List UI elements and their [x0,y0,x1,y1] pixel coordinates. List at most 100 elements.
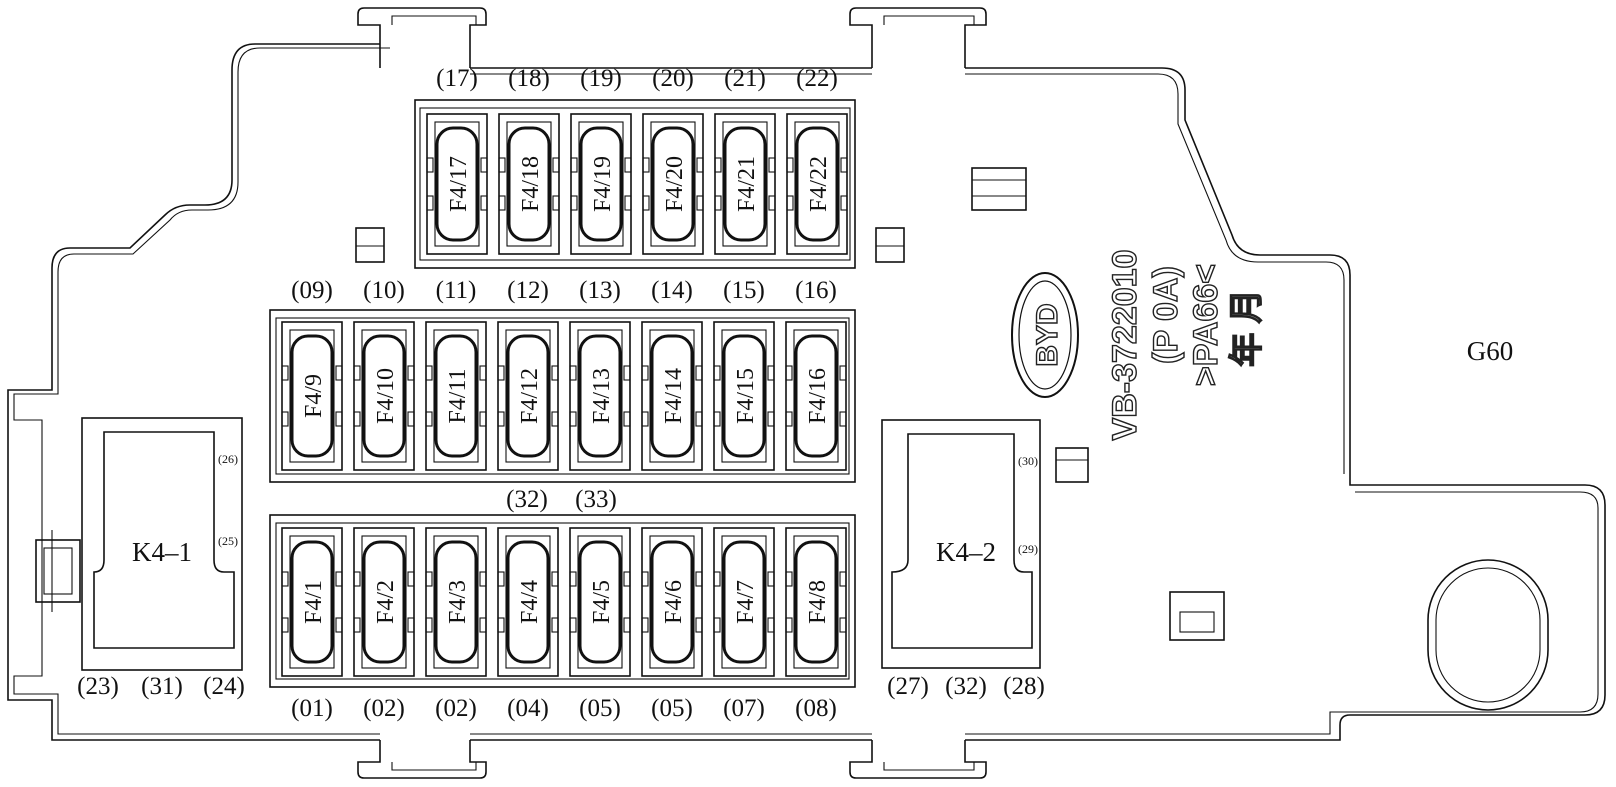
fuse-f4-12[interactable]: F4/12 [497,321,559,471]
top-clip-right [849,7,987,68]
marker-square-bottom [1169,591,1225,641]
fuse-f4-15[interactable]: F4/15 [713,321,775,471]
fuse-f4-20[interactable]: F4/20 [642,113,704,255]
fuse-label: F4/19 [590,156,616,212]
fuse-position-number: (18) [508,65,550,92]
date-mark: 年 月 [1228,289,1266,366]
marker-small-right [875,227,905,263]
box-label: G60 [1467,336,1514,366]
bottom-clip-left [357,740,487,779]
fuse-label: F4/8 [805,580,831,624]
fuse-f4-7[interactable]: F4/7 [713,527,775,677]
fuse-position-number: (15) [723,277,765,304]
relay-right-housing [881,419,1041,669]
fuse-label: F4/13 [589,368,615,424]
fuse-position-number: (02) [435,695,477,722]
fuse-position-number: (05) [579,695,621,722]
fuse-f4-18[interactable]: F4/18 [498,113,560,255]
upper-number-33: (33) [575,486,617,513]
relay-left-label: K4–1 [132,537,192,567]
fuse-f4-2[interactable]: F4/2 [353,527,415,677]
fuse-f4-3[interactable]: F4/3 [425,527,487,677]
marker-small-left [355,227,385,263]
fuse-position-number: (14) [651,277,693,304]
fuse-label: F4/10 [373,368,399,424]
fuse-position-number: (16) [795,277,837,304]
marker-square-top [971,167,1027,211]
mounting-tab [1427,559,1549,711]
marker-square-mid [1055,447,1089,483]
relay-pin-number: (27) [887,673,929,700]
fuse-label: F4/15 [733,368,759,424]
fuse-label: F4/4 [517,580,543,624]
fuse-position-number: (01) [291,695,333,722]
left-latch [35,530,81,612]
fuse-f4-6[interactable]: F4/6 [641,527,703,677]
middle-fuse-row: F4/9 (09) F4/10 (10) F4/11 (11) F4/12 (12) F4/13… [281,277,847,471]
fuse-f4-8[interactable]: F4/8 [785,527,847,677]
fuse-position-number: (08) [795,695,837,722]
fuse-f4-19[interactable]: F4/19 [570,113,632,255]
fuse-label: F4/20 [662,156,688,212]
fuse-position-number: (05) [651,695,693,722]
relay-right-bottom-numbers: (27)(32)(28) [887,673,1045,700]
fuse-f4-16[interactable]: F4/16 [785,321,847,471]
fuse-label: F4/11 [445,368,471,423]
relay-left-pin-mid: (25) [218,534,238,548]
fuse-position-number: (11) [436,277,477,304]
fuse-f4-1[interactable]: F4/1 [281,527,343,677]
relay-left-housing [81,417,243,671]
top-fuse-block [414,99,856,269]
fuse-f4-17[interactable]: F4/17 [426,113,488,255]
relay-right-pin-top: (30) [1018,454,1038,468]
upper-number-32: (32) [506,486,548,513]
material-code: >PA66< [1187,264,1225,386]
fuse-position-number: (12) [507,277,549,304]
part-revision: (P 0A) [1147,266,1185,364]
fuse-label: F4/21 [734,156,760,212]
fuse-f4-13[interactable]: F4/13 [569,321,631,471]
relay-right-pin-mid: (29) [1018,542,1038,556]
fuse-label: F4/9 [301,374,327,418]
fuse-f4-22[interactable]: F4/22 [786,113,848,255]
fuse-position-number: (22) [796,65,838,92]
bottom-clip-right [849,740,987,779]
housing-inner-outline [13,47,1599,735]
part-number: VB-3722010 [1106,250,1144,441]
fuse-position-number: (02) [363,695,405,722]
fuse-f4-5[interactable]: F4/5 [569,527,631,677]
relay-left-bottom-numbers: (23) (31) (24) [77,673,245,700]
fuse-position-number: (17) [436,65,478,92]
fuse-position-number: (21) [724,65,766,92]
fuse-label: F4/14 [661,368,687,424]
fuse-f4-9[interactable]: F4/9 [281,321,343,471]
fuse-position-number: (19) [580,65,622,92]
bottom-fuse-block [269,514,856,688]
fuse-position-number: (13) [579,277,621,304]
relay-left-pin-top: (26) [218,452,238,466]
fuse-label: F4/2 [373,580,399,624]
svg-text:BYD: BYD [1031,303,1064,366]
relay-pin-number: (23) [77,673,119,700]
fuse-label: F4/16 [805,368,831,424]
fuse-f4-4[interactable]: F4/4 [497,527,559,677]
top-fuse-row: F4/17 (17) F4/18 (18) F4/19 (19) F4/20 (20) F4/2… [426,65,848,255]
fuse-position-number: (09) [291,277,333,304]
fuse-label: F4/1 [301,580,327,624]
fuse-f4-10[interactable]: F4/10 [353,321,415,471]
middle-fuse-block [269,309,856,483]
fuse-label: F4/6 [661,580,687,624]
relay-pin-number: (24) [203,673,245,700]
fuse-f4-11[interactable]: F4/11 [425,321,487,471]
fuse-f4-14[interactable]: F4/14 [641,321,703,471]
fuse-position-number: (10) [363,277,405,304]
fuse-label: F4/12 [517,368,543,424]
fuse-position-number: (20) [652,65,694,92]
relay-pin-number: (32) [945,673,987,700]
relay-pin-number: (31) [141,673,183,700]
fuse-label: F4/3 [445,580,471,624]
fuse-f4-21[interactable]: F4/21 [714,113,776,255]
top-clip-left [357,7,487,68]
fuse-label: F4/7 [733,580,759,624]
